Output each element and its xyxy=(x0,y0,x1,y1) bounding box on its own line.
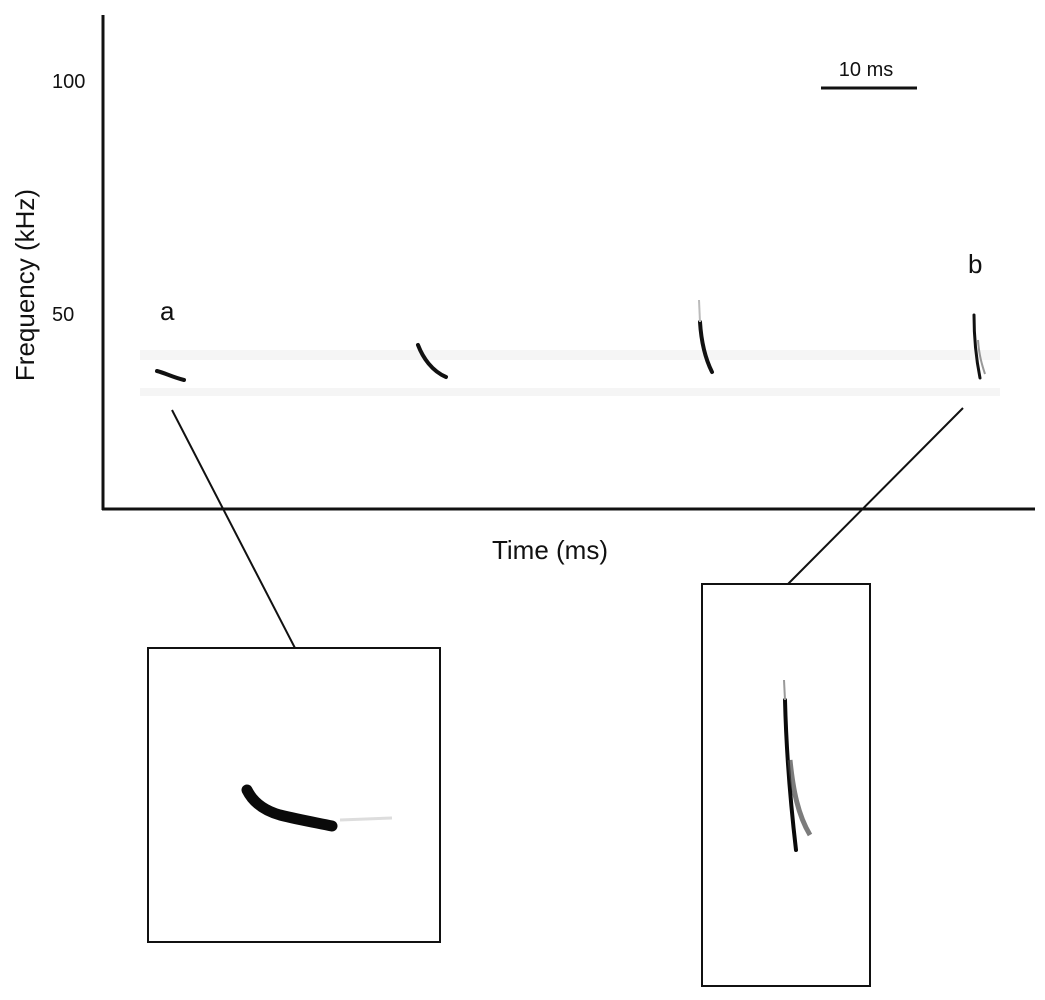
inset-b-frame xyxy=(701,583,871,987)
call-3-trace xyxy=(698,320,714,374)
inset-b-call-trace xyxy=(783,698,798,852)
call-label-a: a xyxy=(160,296,175,326)
inset-b-call-faint xyxy=(783,679,786,701)
call-a-trace xyxy=(155,369,186,382)
y-tick-label-100: 100 xyxy=(52,71,85,93)
call-2-trace xyxy=(416,343,448,379)
scale-bar-label: 10 ms xyxy=(839,59,893,81)
inset-a xyxy=(147,647,441,943)
x-axis-title: Time (ms) xyxy=(492,535,608,565)
y-axis-title: Frequency (kHz) xyxy=(10,189,40,381)
inset-b xyxy=(701,583,871,987)
y-tick-label-50: 50 xyxy=(52,304,74,326)
inset-a-call-trace xyxy=(241,784,338,832)
call-b-shadow xyxy=(977,339,986,375)
call-3-faint xyxy=(698,299,701,323)
inset-a-call-faint xyxy=(339,816,393,822)
inset-b-call-shadow xyxy=(787,759,813,837)
connector-b xyxy=(787,407,964,585)
call-label-b: b xyxy=(968,249,982,279)
noise-band xyxy=(140,350,1000,396)
connector-a xyxy=(171,409,297,651)
call-b-trace xyxy=(972,313,982,380)
inset-a-frame xyxy=(147,647,441,943)
